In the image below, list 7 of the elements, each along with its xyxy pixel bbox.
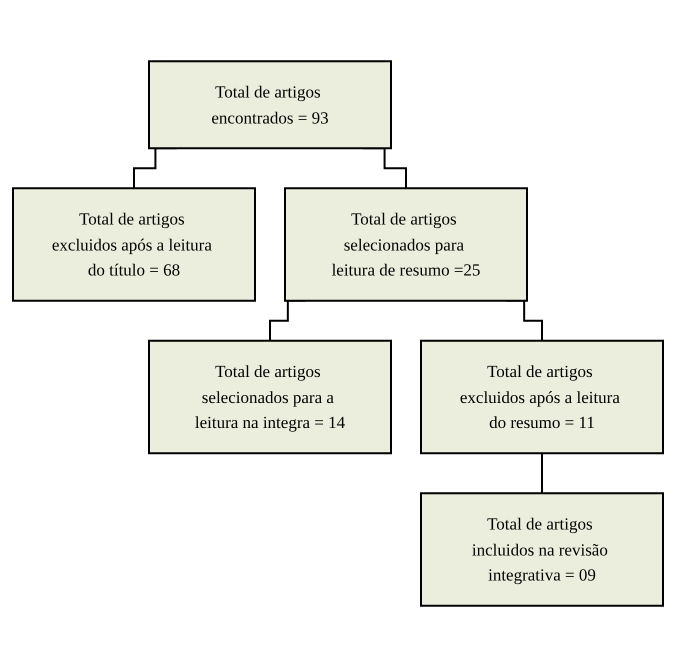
node-box: Total de artigos excluidos após a leitura do resumo = 11: [420, 340, 664, 454]
node-box: Total de artigos encontrados = 93: [148, 60, 392, 150]
connector: [540, 452, 542, 494]
node-box: Total de artigos selecionados para a leitura na integra = 14: [148, 340, 392, 454]
node-box: Total de artigos selecionados para leitura de resumo =25: [284, 187, 528, 302]
node-box: Total de artigos excluidos após a leitura do título = 68: [12, 187, 256, 302]
node-box: Total de artigos incluidos na revisão integrativa = 09: [420, 492, 664, 607]
